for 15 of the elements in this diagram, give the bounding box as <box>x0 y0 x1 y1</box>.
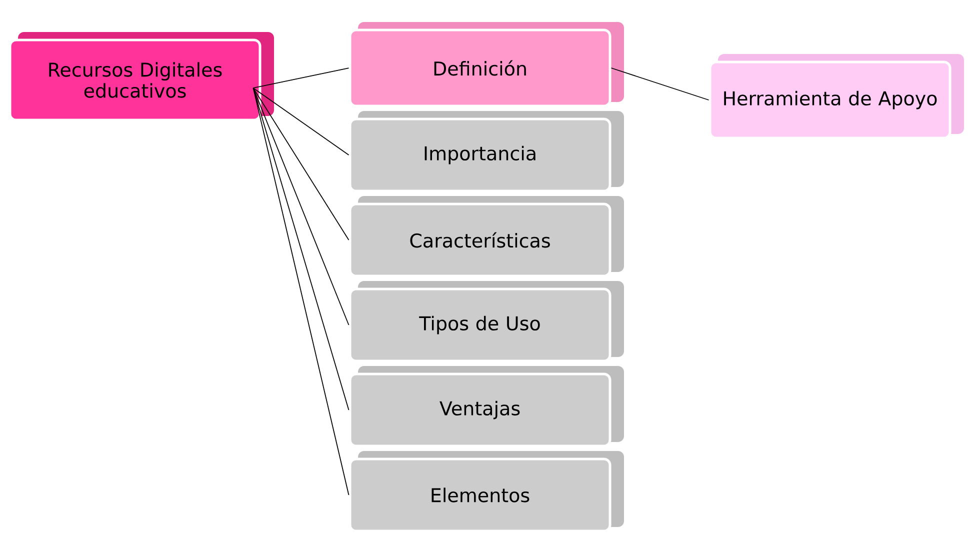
subtopic-box: Elementos <box>348 451 624 532</box>
connector-line <box>252 88 350 496</box>
subtopic-box: Ventajas <box>348 366 624 448</box>
subtopic-box: Importancia <box>348 111 624 192</box>
subtopic-box: Herramienta de Apoyo <box>708 54 964 140</box>
connector-line <box>252 68 350 88</box>
subtopic-box: Tipos de Uso <box>348 281 624 362</box>
subtopic-box: Definición <box>348 22 624 108</box>
connector-line <box>610 68 710 100</box>
topic-box: Recursos Digitales educativos <box>8 32 274 122</box>
connector-line <box>252 88 350 326</box>
connector-line <box>252 88 350 410</box>
connector-line <box>252 88 350 240</box>
connector-line <box>252 88 350 156</box>
subtopic-box: Características <box>348 196 624 278</box>
